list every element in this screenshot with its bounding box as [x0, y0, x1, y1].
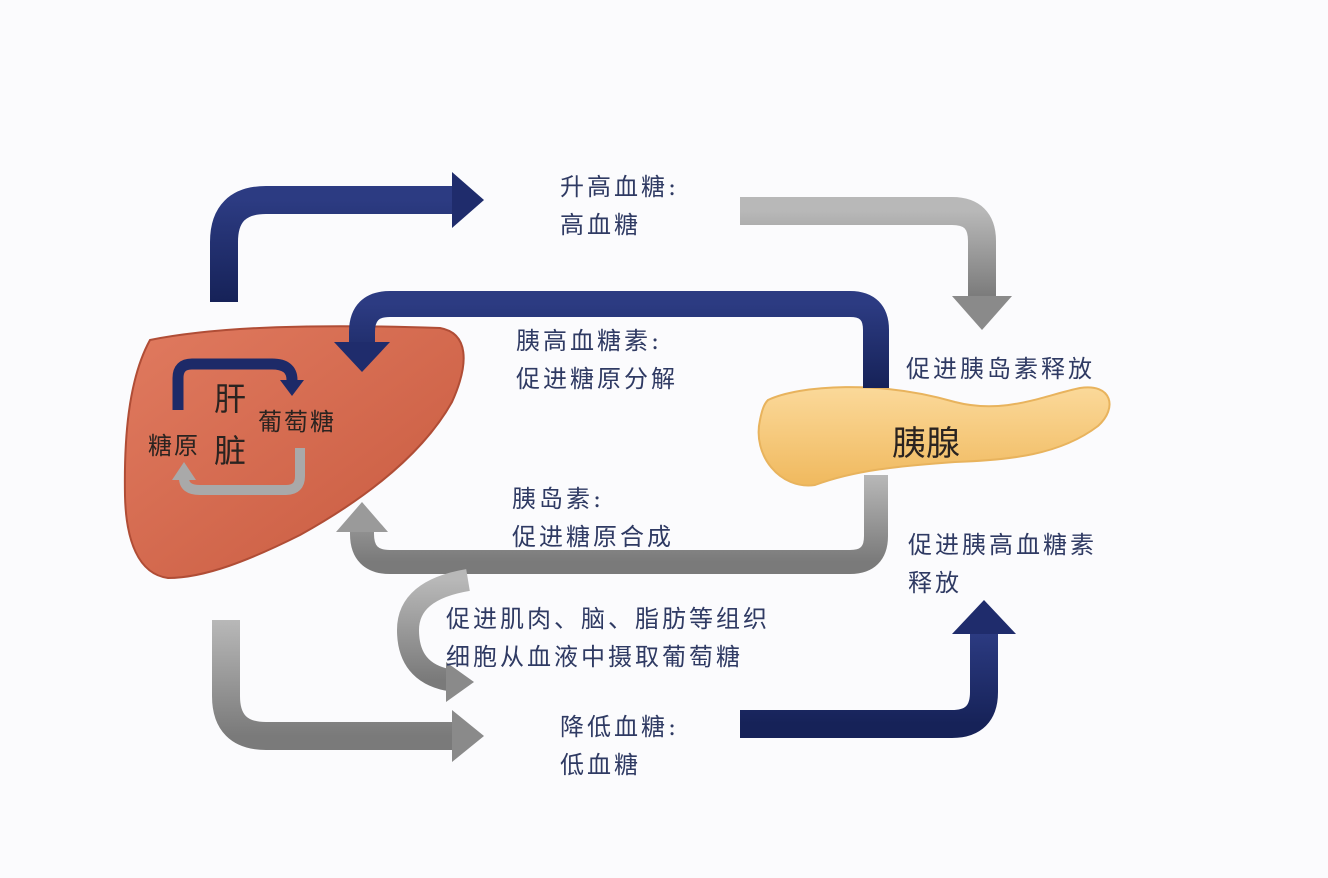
liver-inner-arrowhead-navy: [280, 380, 304, 396]
insulin-title: 胰岛素:: [512, 485, 605, 513]
liver-inner-arrowhead-gray: [172, 462, 196, 480]
liver-glycogen-label: 糖原: [148, 432, 200, 460]
arrowhead-glucagon-to-liver: [334, 342, 390, 372]
promote-glucagon-line1: 促进胰高血糖素: [908, 531, 1097, 559]
arrow-glucagon-to-liver: [349, 291, 889, 388]
arrow-liver-to-high-glucose: [210, 186, 452, 302]
lower-glucose-title: 降低血糖:: [560, 713, 680, 741]
arrow-tissue-uptake: [396, 569, 471, 691]
arrow-high-glucose-to-pancreas: [740, 197, 996, 298]
raise-glucose-title: 升高血糖:: [560, 173, 680, 201]
arrow-liver-to-low-glucose: [212, 620, 452, 750]
arrowhead-low-glucose-to-pancreas: [952, 600, 1016, 634]
insulin-sub: 促进糖原合成: [512, 523, 674, 551]
raise-glucose-sub: 高血糖: [560, 211, 641, 239]
liver-glucose-label: 葡萄糖: [258, 408, 336, 436]
liver-inner-arrow-navy: [172, 358, 298, 410]
liver-name-line1: 肝: [214, 380, 247, 418]
liver-inner-arrow-gray: [179, 448, 305, 495]
arrow-low-glucose-to-pancreas: [740, 632, 998, 738]
lower-glucose-sub: 低血糖: [560, 751, 641, 779]
arrowhead-liver-to-low-glucose: [452, 710, 484, 762]
arrowhead-insulin-to-liver: [336, 502, 388, 532]
arrow-insulin-to-liver: [350, 475, 888, 574]
arrowhead-liver-to-high-glucose: [452, 172, 484, 228]
uptake-line2: 细胞从血液中摄取葡萄糖: [446, 643, 743, 671]
promote-glucagon-line2: 释放: [908, 569, 962, 597]
arrowhead-high-glucose-to-pancreas: [952, 296, 1012, 330]
glucagon-sub: 促进糖原分解: [516, 365, 678, 393]
uptake-line1: 促进肌肉、脑、脂肪等组织: [446, 605, 770, 633]
pancreas-name: 胰腺: [892, 424, 960, 464]
arrowhead-tissue-uptake: [446, 662, 474, 702]
liver-name-line2: 脏: [214, 432, 247, 470]
promote-insulin-release: 促进胰岛素释放: [906, 355, 1095, 383]
pancreas-shape: [757, 386, 1111, 487]
glucagon-title: 胰高血糖素:: [516, 327, 663, 355]
